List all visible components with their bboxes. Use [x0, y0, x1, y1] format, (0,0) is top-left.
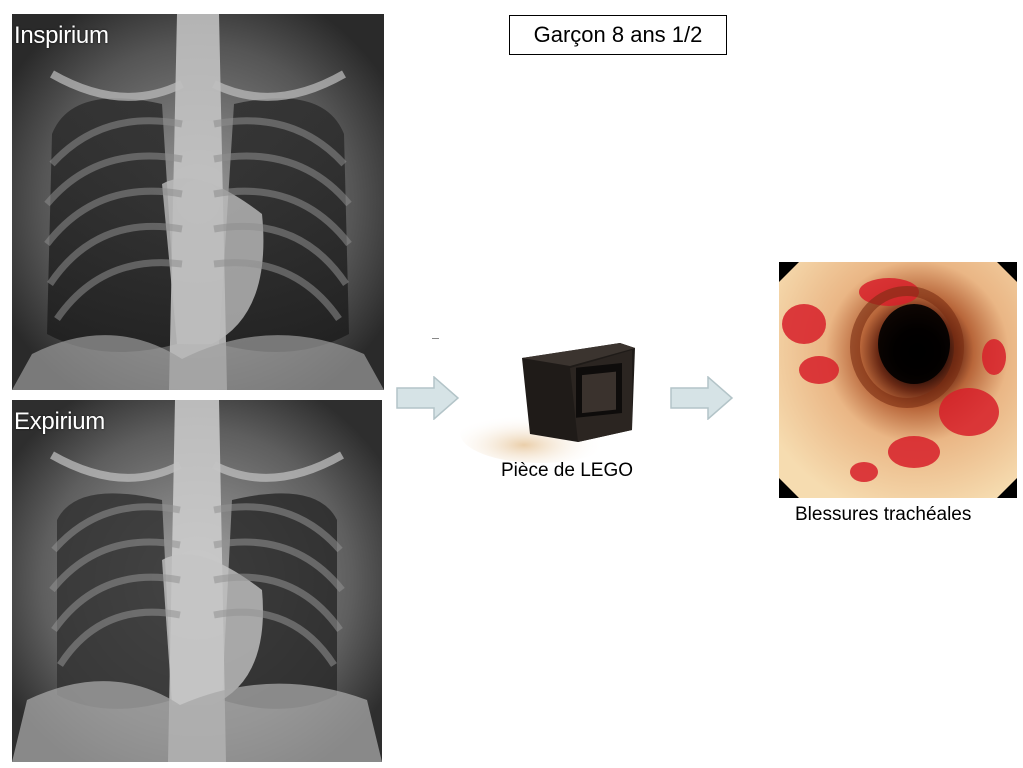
xray-inspirium-image: [12, 14, 384, 390]
lego-piece-image: [460, 343, 635, 463]
right-arrow-icon-2: [670, 376, 734, 420]
lego-caption: Pièce de LEGO: [501, 460, 634, 481]
xray-inspirium: Inspirium: [12, 14, 384, 390]
right-arrow-icon: [396, 376, 460, 420]
xray-expirium-image: [12, 400, 382, 762]
endoscopy-caption: Blessures trachéales: [795, 504, 972, 525]
expirium-label: Expirium: [14, 408, 105, 435]
xray-expirium: Expirium: [12, 400, 382, 762]
tracheal-endoscopy-image: [779, 262, 1017, 498]
small-dash-mark: [432, 338, 439, 339]
inspirium-label: Inspirium: [14, 22, 109, 49]
patient-title: Garçon 8 ans 1/2: [509, 15, 727, 55]
